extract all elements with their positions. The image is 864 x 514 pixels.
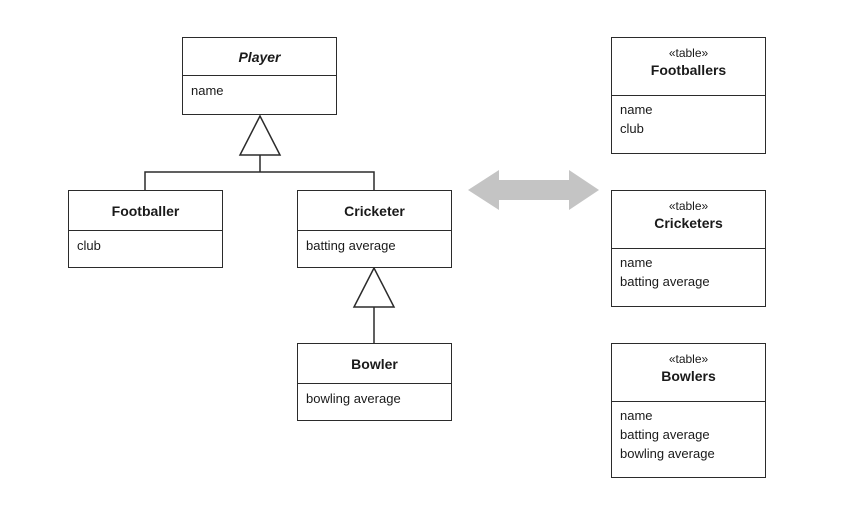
table-bowlers-name: Bowlers xyxy=(661,368,716,384)
table-cricketers-header: «table» Cricketers xyxy=(612,191,765,249)
table-cricketers: «table» Cricketers name batting average xyxy=(611,190,766,307)
class-footballer: Footballer club xyxy=(68,190,223,268)
table-bowlers-header: «table» Bowlers xyxy=(612,344,765,402)
class-cricketer: Cricketer batting average xyxy=(297,190,452,268)
table-footballers-name: Footballers xyxy=(650,62,727,78)
table-stereotype: «table» xyxy=(668,352,709,366)
generalization-arrowhead-player xyxy=(238,114,282,156)
class-footballer-name: Footballer xyxy=(69,191,222,231)
attribute: name xyxy=(191,83,224,98)
attribute: club xyxy=(77,238,101,253)
table-cricketers-columns: name batting average xyxy=(612,249,765,295)
table-stereotype: «table» xyxy=(668,199,709,213)
class-bowler-name: Bowler xyxy=(298,344,451,384)
inheritance-line-footballer xyxy=(144,171,260,190)
class-bowler: Bowler bowling average xyxy=(297,343,452,421)
class-bowler-attributes: bowling average xyxy=(298,384,451,413)
table-footballers-header: «table» Footballers xyxy=(612,38,765,96)
column: club xyxy=(620,121,644,136)
table-bowlers: «table» Bowlers name batting average bow… xyxy=(611,343,766,478)
class-cricketer-name: Cricketer xyxy=(298,191,451,231)
column: name xyxy=(620,102,653,117)
column: batting average xyxy=(620,274,710,289)
generalization-arrowhead-cricketer xyxy=(352,266,396,308)
class-player: Player name xyxy=(182,37,337,115)
class-cricketer-attributes: batting average xyxy=(298,231,451,260)
table-cricketers-name: Cricketers xyxy=(654,215,723,231)
table-bowlers-columns: name batting average bowling average xyxy=(612,402,765,467)
column: bowling average xyxy=(620,446,715,461)
column: batting average xyxy=(620,427,710,442)
column: name xyxy=(620,408,653,423)
column: name xyxy=(620,255,653,270)
table-footballers: «table» Footballers name club xyxy=(611,37,766,154)
inheritance-line-cricketer xyxy=(260,171,375,190)
attribute: bowling average xyxy=(306,391,401,406)
class-player-name: Player xyxy=(183,38,336,76)
mapping-double-arrow xyxy=(468,170,599,210)
class-footballer-attributes: club xyxy=(69,231,222,260)
table-stereotype: «table» xyxy=(668,46,709,60)
attribute: batting average xyxy=(306,238,396,253)
table-footballers-columns: name club xyxy=(612,96,765,142)
class-player-attributes: name xyxy=(183,76,336,105)
